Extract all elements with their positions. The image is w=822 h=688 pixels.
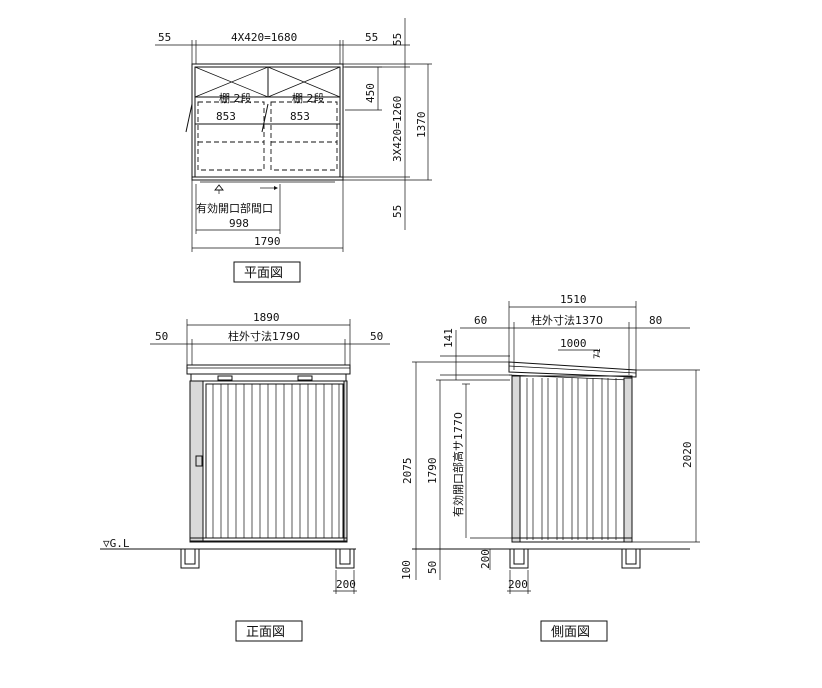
front-dim-overall: 1890 bbox=[253, 311, 280, 324]
side-slope-1000: 1000 bbox=[560, 337, 587, 350]
plan-shelf-right-width: 853 bbox=[290, 110, 310, 123]
side-dim-right-80: 80 bbox=[649, 314, 662, 327]
plan-dim-450: 450 bbox=[364, 83, 377, 103]
plan-opening-label: 有効開口部間口 bbox=[196, 201, 273, 215]
plan-shelf-left: 棚 2段 bbox=[219, 91, 252, 105]
plan-shelf-left-width: 853 bbox=[216, 110, 236, 123]
front-body bbox=[189, 380, 348, 542]
front-dim-right-50: 50 bbox=[370, 330, 383, 343]
front-door-handle bbox=[195, 455, 203, 467]
side-dim-2020: 2020 bbox=[681, 442, 694, 469]
side-slope-71: 71 bbox=[593, 348, 603, 359]
front-dim-post-outer: 柱外寸法1790 bbox=[228, 329, 300, 343]
plan-outline bbox=[191, 63, 344, 181]
side-roof bbox=[508, 361, 637, 378]
side-dim-2075: 2075 bbox=[401, 458, 414, 485]
side-dim-post-outer: 柱外寸法1370 bbox=[531, 313, 603, 327]
side-opening-height: 有効開口部高サ1770 bbox=[451, 412, 465, 517]
front-view: 1890 50 柱外寸法1790 50 bbox=[100, 311, 390, 642]
front-base-200: 200 bbox=[336, 578, 356, 591]
plan-dim-right-bottom: 55 bbox=[391, 205, 404, 218]
side-dim-1790: 1790 bbox=[426, 458, 439, 485]
side-dim-141: 141 bbox=[442, 328, 455, 348]
side-base-200: 200 bbox=[508, 578, 528, 591]
front-dim-left-50: 50 bbox=[155, 330, 168, 343]
plan-dim-top-mid: 4X420=1680 bbox=[231, 31, 297, 44]
side-dim-50: 50 bbox=[426, 561, 439, 574]
plan-dim-top-left: 55 bbox=[158, 31, 171, 44]
plan-view: 55 4X420=1680 55 棚 2段 棚 2段 853 853 bbox=[155, 18, 432, 283]
side-dim-200: 200 bbox=[479, 549, 492, 569]
front-ground-level: ▽G.L bbox=[103, 537, 130, 550]
plan-opening-width: 998 bbox=[229, 217, 249, 230]
front-roof bbox=[186, 364, 351, 375]
plan-dim-right-top: 55 bbox=[391, 33, 404, 46]
side-dim-left-60: 60 bbox=[474, 314, 487, 327]
plan-dim-1370: 1370 bbox=[415, 112, 428, 139]
plan-total-width: 1790 bbox=[254, 235, 281, 248]
front-view-label: 正面図 bbox=[246, 625, 285, 640]
plan-shelf-right: 棚 2段 bbox=[292, 91, 325, 105]
plan-dim-1260: 3X420=1260 bbox=[391, 96, 404, 162]
side-view-label: 側面図 bbox=[551, 625, 590, 640]
plan-dim-top-right: 55 bbox=[365, 31, 378, 44]
plan-view-label: 平面図 bbox=[244, 266, 283, 281]
side-view: 1510 60 柱外寸法1370 80 1000 71 141 bbox=[400, 293, 700, 642]
side-dim-overall: 1510 bbox=[560, 293, 587, 306]
side-dim-100: 100 bbox=[400, 560, 413, 580]
